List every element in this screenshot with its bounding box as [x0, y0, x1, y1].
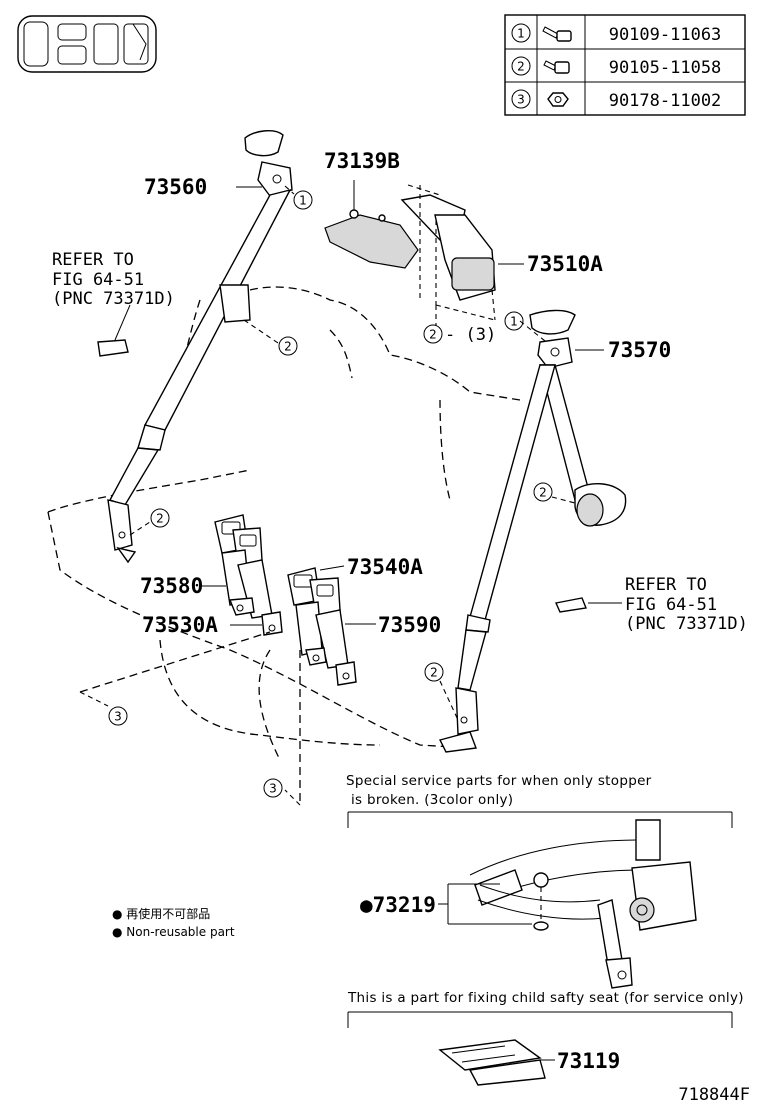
refer-left-line3: (PNC 73371D) — [52, 289, 175, 309]
table-part-1: 90109-11063 — [609, 25, 722, 45]
refer-left-line1: REFER TO — [52, 250, 134, 270]
callout-73540a: 73540A — [347, 555, 423, 579]
child-seat-note: This is a part for fixing child safty se… — [347, 990, 744, 1006]
leader-lines — [439, 320, 604, 721]
circle-ref: 3 — [108, 706, 128, 726]
circle-ref: 1 — [293, 190, 313, 210]
circle-ref: 2 — [278, 336, 298, 356]
refer-left-block: REFER TO FIG 64-51 (PNC 73371D) — [52, 250, 175, 357]
callout-73119: 73119 — [557, 1049, 620, 1073]
callout-73139b: 73139B — [324, 149, 400, 173]
floor-mount-lines — [79, 631, 301, 806]
callout-73530a: 73530A — [142, 613, 218, 637]
legend-jp: ● 再使用不可部品 — [112, 906, 210, 921]
special-service-line1: Special service parts for when only stop… — [346, 773, 652, 789]
callout-73590: 73590 — [378, 613, 441, 637]
svg-text:1: 1 — [299, 194, 307, 208]
callout-73580: 73580 — [140, 574, 203, 598]
svg-text:2: 2 — [539, 486, 547, 500]
callout-73510a: 73510A — [527, 252, 603, 276]
child-seat-plate-73119 — [438, 1039, 555, 1086]
svg-text:3: 3 — [269, 782, 277, 796]
shoulder-anchor — [537, 337, 573, 369]
lower-anchor — [455, 687, 479, 735]
svg-text:2: 2 — [284, 340, 292, 354]
bolt-icon — [543, 60, 570, 74]
table-part-3: 90178-11002 — [609, 91, 722, 111]
circle-ref: 1 — [504, 311, 524, 331]
nut-icon — [547, 92, 569, 107]
svg-text:2: 2 — [430, 666, 438, 680]
svg-text:2: 2 — [429, 328, 437, 342]
refer-right-line1: REFER TO — [625, 575, 707, 595]
callout-73560: 73560 — [144, 175, 207, 199]
table-ref-3: 3 — [517, 93, 525, 107]
lower-anchor — [107, 499, 133, 551]
refer-right-line3: (PNC 73371D) — [625, 614, 748, 634]
belt-guide — [219, 284, 251, 323]
svg-text:2: 2 — [156, 512, 164, 526]
leader-lines — [114, 185, 295, 536]
circle-ref: 3 — [263, 778, 283, 798]
mounting-bracket-73139b — [324, 214, 419, 269]
table-ref-2: 2 — [517, 60, 525, 74]
refer-right-block: REFER TO FIG 64-51 (PNC 73371D) — [555, 575, 748, 634]
callout-fasteners: - (3) — [445, 325, 496, 345]
circle-ref: 2 — [423, 324, 443, 344]
figure-id: 718844F — [678, 1085, 750, 1105]
callout-73570: 73570 — [608, 338, 671, 362]
cover-clip — [97, 339, 129, 357]
callout-73219: ●73219 — [360, 893, 436, 917]
child-seat-bracket — [347, 1011, 733, 1028]
table-row: 3 90178-11002 — [511, 89, 722, 111]
cover-clip — [555, 597, 587, 613]
refer-left-line2: FIG 64-51 — [52, 270, 144, 290]
stopper-button — [533, 872, 549, 888]
refer-right-line2: FIG 64-51 — [625, 595, 717, 615]
circle-ref: 2 — [150, 508, 170, 528]
vehicle-locator-icon — [17, 15, 157, 73]
stopper-assembly-illustration — [438, 819, 697, 989]
center-retractor-assembly — [324, 180, 524, 326]
right-buckle-pair — [287, 565, 376, 686]
stopper-washer — [533, 921, 549, 931]
legend-en: ● Non-reusable part — [112, 925, 235, 939]
special-service-line2: is broken. (3color only) — [351, 792, 513, 808]
right-shoulder-belt-73570 — [438, 309, 627, 753]
left-shoulder-belt-73560 — [107, 130, 293, 564]
circle-ref: 2 — [424, 662, 444, 682]
svg-text:3: 3 — [114, 710, 122, 724]
fastener-table: 1 90109-11063 2 90105-11058 3 90178-11 — [504, 14, 746, 116]
left-buckle-pair — [200, 514, 283, 636]
table-part-2: 90105-11058 — [609, 58, 722, 78]
circle-ref: 2 — [533, 482, 553, 502]
belt-guide-cover — [529, 309, 576, 335]
svg-text:1: 1 — [510, 315, 518, 329]
belt-guide-cover — [244, 130, 284, 157]
special-service-bracket — [347, 811, 733, 828]
bolt-icon — [542, 26, 572, 42]
table-ref-1: 1 — [517, 27, 525, 41]
table-row: 2 90105-11058 — [511, 56, 722, 78]
table-row: 1 90109-11063 — [511, 23, 722, 45]
webbing — [143, 188, 292, 431]
